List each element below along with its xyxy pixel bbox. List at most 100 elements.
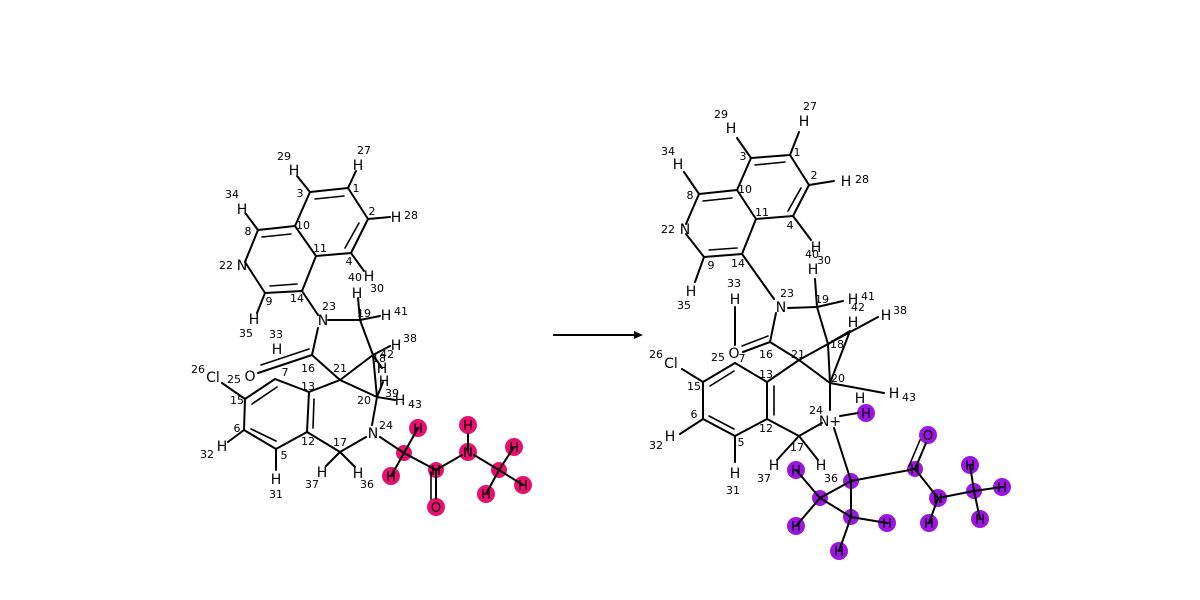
atom-index: 23 (780, 287, 794, 300)
atom-label: H (834, 545, 844, 560)
atom-index: 22 (219, 259, 233, 272)
ring-index: 21 (791, 348, 805, 361)
atom-index: 41 (394, 305, 408, 318)
ring-index: 13 (759, 368, 773, 381)
atom-label: N (680, 222, 690, 238)
ring-index: 6 (234, 422, 241, 435)
atom-index: 37 (757, 472, 771, 485)
atom-label: N (318, 313, 328, 329)
ring-index: 13 (301, 380, 315, 393)
ring-index: 1 (794, 146, 801, 159)
atom-label: H (518, 479, 528, 494)
ring-index: 14 (290, 292, 304, 305)
atom-label: H (726, 121, 737, 137)
atom-index: 37 (305, 478, 319, 491)
atom-index: 33 (727, 277, 741, 290)
atom-index: 7 (282, 366, 289, 379)
atom-label: N+ (819, 414, 841, 430)
reactant-molecule: H 27 H 29 H 34 H 28 N 22 H 40 30 H 35 N … (191, 144, 532, 516)
atom-label: H (377, 361, 388, 377)
atom-label: H (910, 463, 920, 478)
atom-label: H (217, 439, 228, 455)
atom-label: H (381, 308, 392, 324)
atom-index: 34 (225, 188, 239, 201)
atom-label: N (933, 492, 943, 507)
atom-label: H (395, 393, 406, 409)
ring-index: 3 (297, 187, 304, 200)
atom-index: 43 (902, 391, 916, 404)
atom-label: H (271, 472, 282, 488)
atom-index: 23 (322, 300, 336, 313)
ring-index: 17 (790, 441, 804, 454)
atom-index: 38 (893, 304, 907, 317)
ring-index: 3 (740, 150, 747, 163)
atom-label: H (391, 210, 402, 226)
atom-index: 7 (739, 352, 746, 365)
hl-oxygen (919, 426, 937, 444)
ring-index: 16 (301, 362, 315, 375)
ring-index: 21 (333, 362, 347, 375)
atom-index: 33 (269, 328, 283, 341)
atom-label: H (791, 464, 801, 479)
ring-index: 4 (346, 255, 353, 268)
atom-index: 42 (851, 301, 865, 314)
atom-label: H (816, 458, 827, 474)
ring-index: 20 (831, 372, 845, 385)
ring-index: 11 (755, 206, 769, 219)
atom-index: 27 (803, 100, 817, 113)
atom-index: 39 (385, 387, 399, 400)
hl-h (857, 404, 875, 422)
atom-label: O (244, 369, 255, 385)
ring-index: 25 (711, 351, 725, 364)
atom-label: H (882, 517, 892, 532)
atom-label: H (272, 342, 283, 358)
atom-index: 40 (348, 271, 362, 284)
atom-index: 29 (714, 108, 728, 121)
atom-label: H (730, 466, 741, 482)
atom-label: H (848, 315, 859, 331)
atom-label: N (368, 426, 378, 442)
atom-index: 28 (855, 173, 869, 186)
atom-label: H (769, 458, 780, 474)
atom-label: H (975, 513, 985, 528)
atom-label: H (686, 284, 697, 300)
atom-index: 41 (861, 290, 875, 303)
atom-index: 43 (408, 398, 422, 411)
atom-label: H (665, 429, 676, 445)
atom-label: H (353, 158, 364, 174)
ring-index: 11 (313, 242, 327, 255)
atom-label: H (317, 465, 328, 481)
atom-label: N (776, 300, 786, 316)
atom-label: H (391, 338, 402, 354)
atom-label: H (965, 459, 975, 474)
atom-label: H (889, 386, 900, 402)
hl-oxygen (427, 498, 445, 516)
ring-index: 19 (815, 293, 829, 306)
atom-label: H (808, 262, 819, 278)
atom-index: 31 (269, 488, 283, 501)
ring-index: 16 (759, 348, 773, 361)
product-molecule: H 29 H 27 H 34 H 28 N 22 H 40 30 H H 35 … (649, 100, 1011, 560)
reactant-ring-indices: 1 2 3 4 8 9 10 11 14 19 16 21 18 25 15 1… (227, 182, 386, 462)
ring-index: 14 (731, 257, 745, 270)
atom-label: Cl (206, 370, 220, 386)
atom-index: 22 (661, 223, 675, 236)
atom-label: H (509, 441, 519, 456)
atom-label: H (855, 391, 866, 407)
atom-index: 24 (379, 419, 393, 432)
atom-index: 31 (726, 484, 740, 497)
atom-label: O (728, 346, 739, 362)
atom-index: 40 (805, 248, 819, 261)
product-ring-indices: 1 2 3 4 8 9 10 11 14 19 16 21 18 25 15 1… (687, 146, 846, 454)
product-highlight-labels: H H H H H H H H H H O N (791, 407, 1007, 560)
reactant-highlight-labels: H H H H H H H O N (386, 419, 528, 516)
ring-index: 15 (230, 394, 244, 407)
atom-index: 38 (403, 332, 417, 345)
atom-index: 36 (824, 472, 838, 485)
atom-index: 32 (200, 448, 214, 461)
atom-label: N (463, 446, 473, 461)
ring-index: 19 (357, 307, 371, 320)
ring-index: 12 (301, 435, 315, 448)
atom-label: H (799, 114, 810, 130)
